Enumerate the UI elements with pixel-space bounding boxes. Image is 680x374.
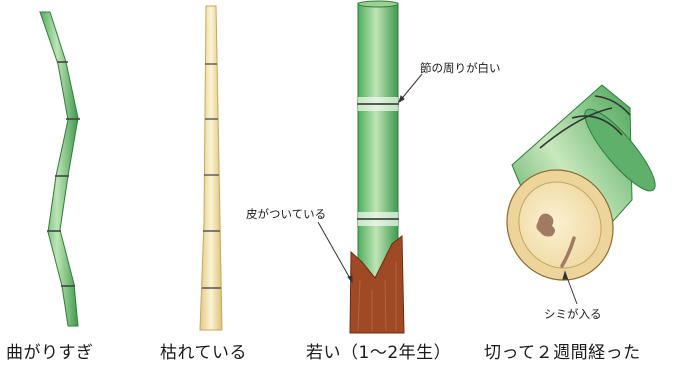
young-bamboo: [349, 0, 405, 334]
caption-bent: 曲がりすぎ: [6, 343, 94, 363]
bark-sheath: [349, 234, 405, 334]
annotation-bark-attached: 皮がついている: [246, 207, 327, 221]
annotation-stain: シミが入る: [544, 307, 602, 321]
leader-lines: [317, 73, 578, 305]
annotation-white-nodes: 節の周りが白い: [420, 61, 501, 75]
caption-withered: 枯れている: [160, 343, 247, 363]
cut-bamboo: [506, 84, 656, 281]
caption-cut-two-weeks: 切って２週間経った: [484, 343, 641, 363]
caption-young: 若い（1〜2年生）: [306, 343, 452, 363]
withered-bamboo: [199, 5, 223, 331]
stain-spot: [536, 213, 555, 237]
bent-bamboo: [39, 11, 80, 327]
